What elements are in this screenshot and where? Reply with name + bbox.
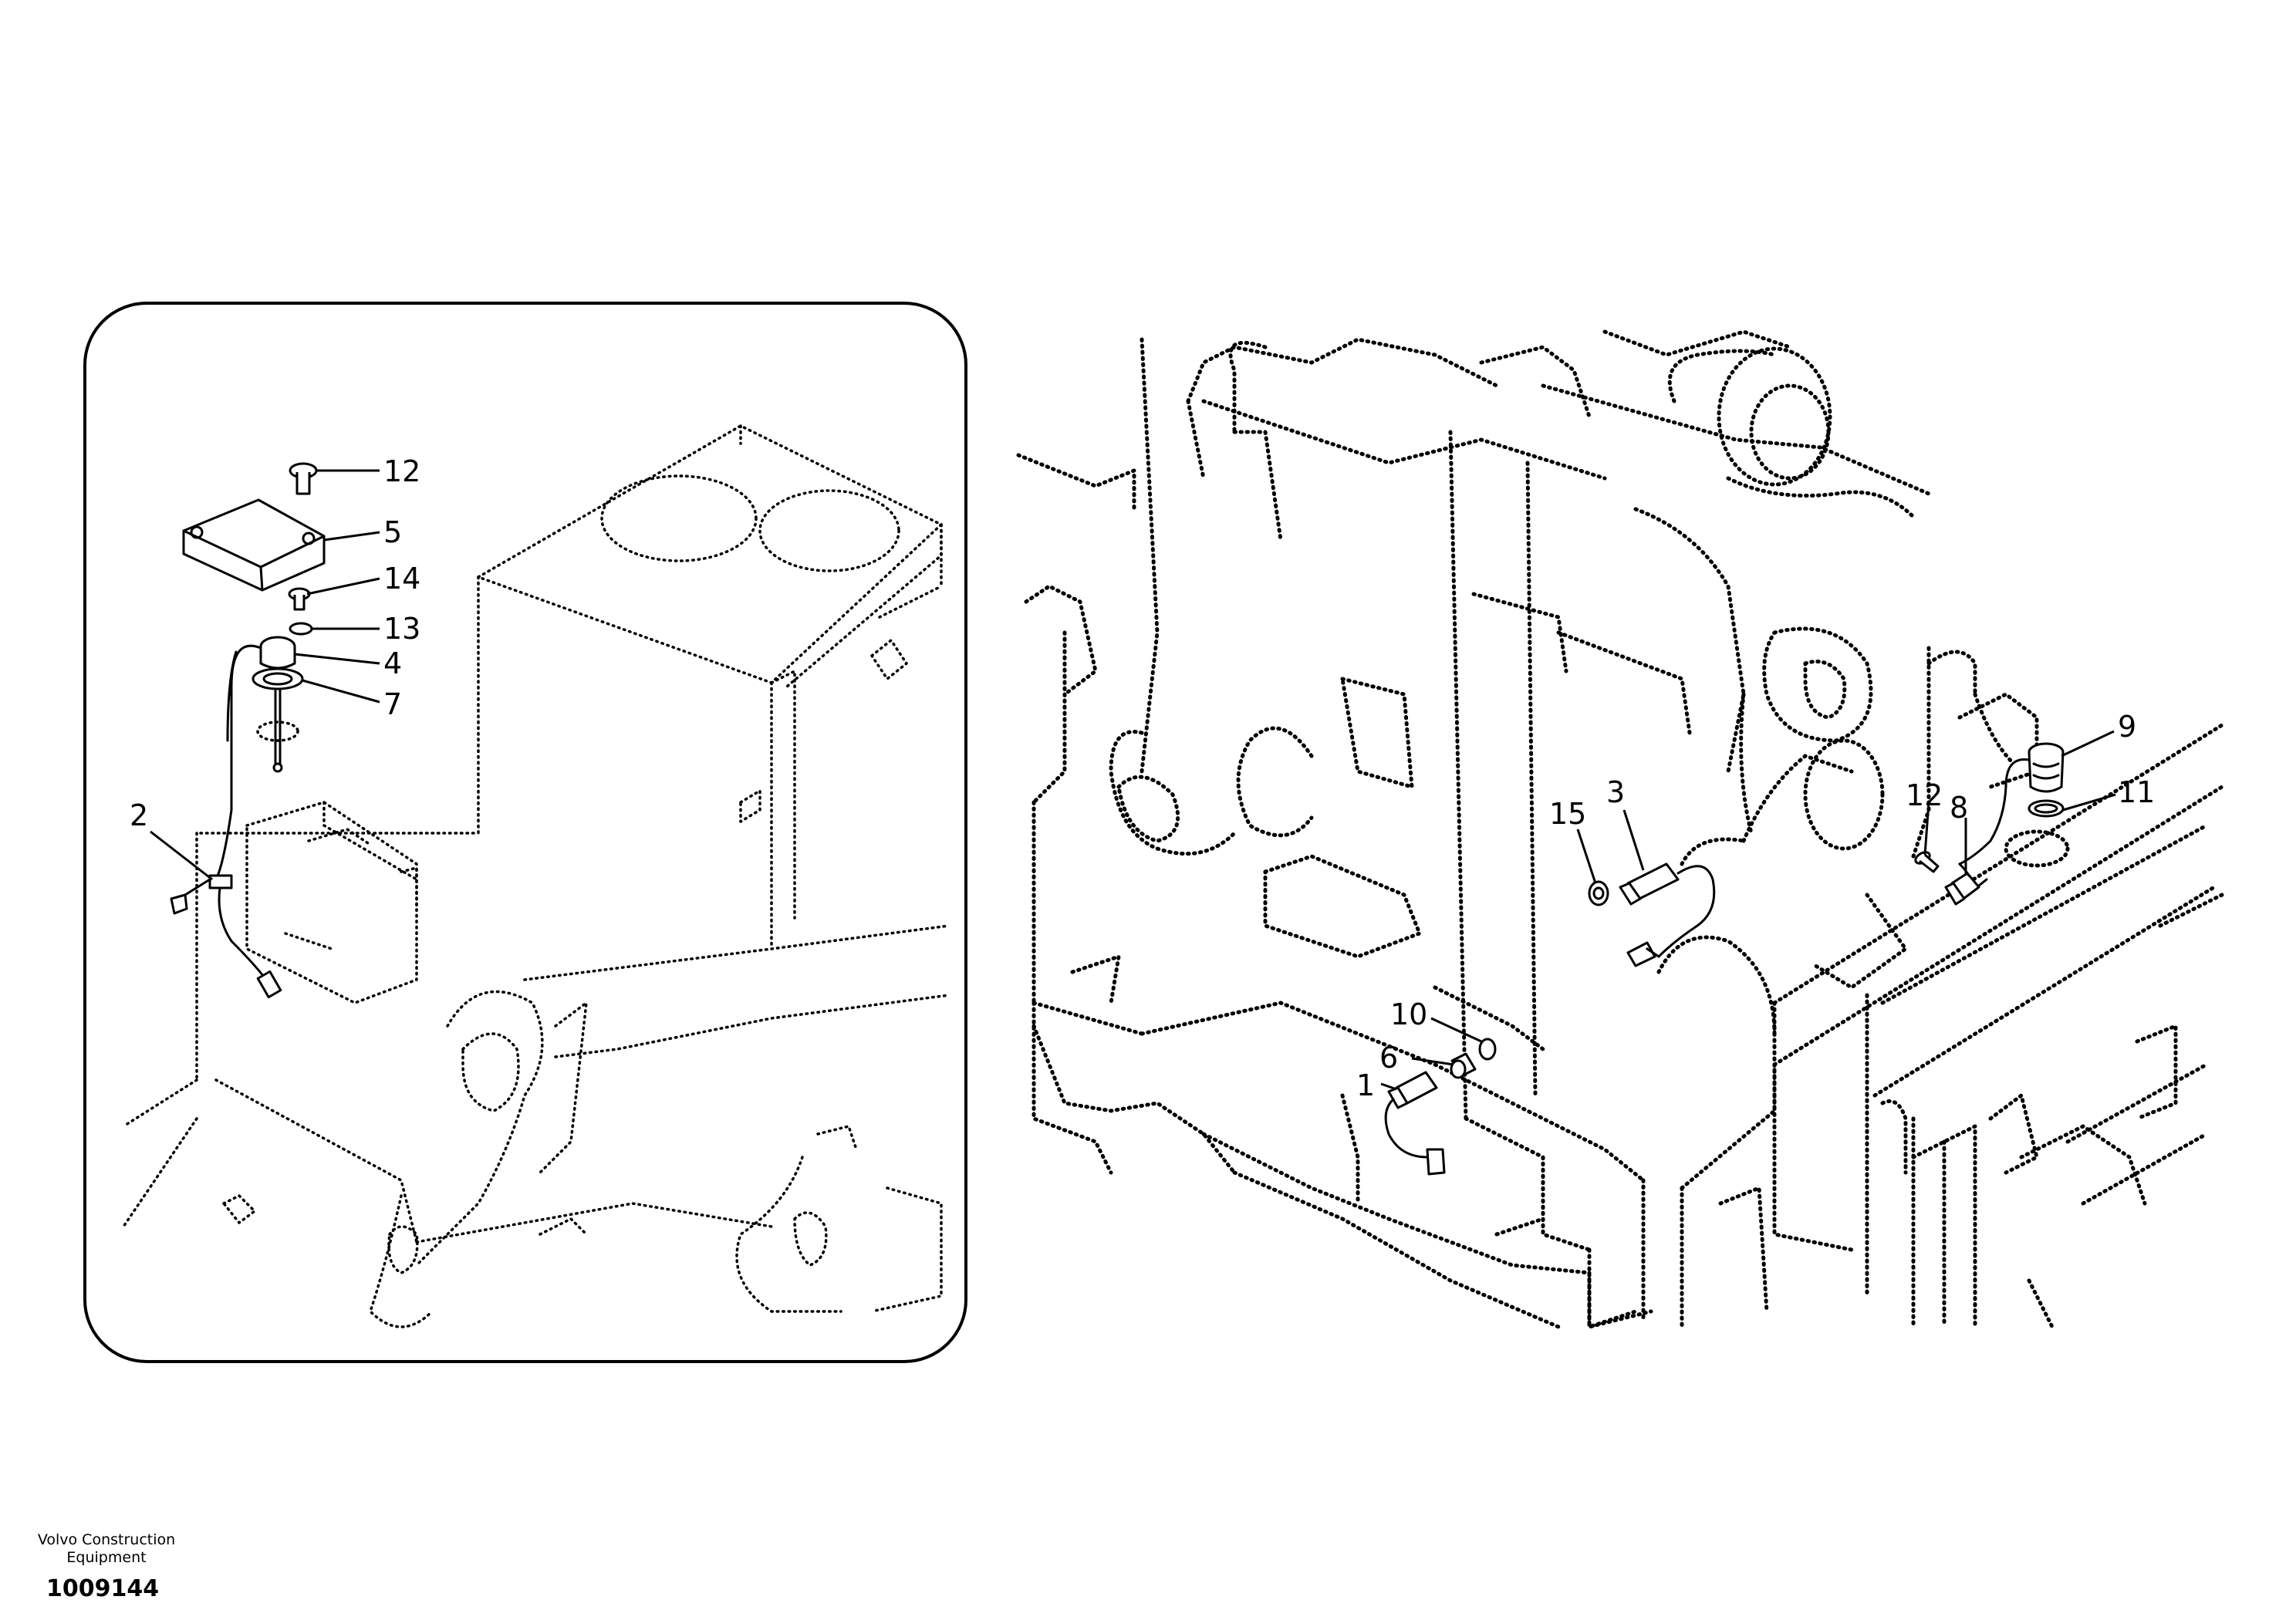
main-callout-1: 1: [1356, 1068, 1375, 1102]
inset-part-2-clip: [170, 874, 282, 999]
drawing-number: 1009144: [46, 1575, 160, 1602]
inset-part-4-sensor: [214, 636, 296, 881]
inset-part-12-bolt: [289, 462, 318, 495]
main-callout-12: 12: [1906, 778, 1943, 812]
main-leaders: [1380, 730, 2116, 1091]
inset-callout-5: 5: [383, 515, 402, 549]
inset-frame-structure: [122, 832, 950, 1328]
inset-part-14-bolt: [288, 587, 311, 611]
main-part-3-sensor: [1619, 862, 1716, 967]
inset-frame: [83, 302, 967, 1363]
right-frame-rails: [1772, 723, 2224, 1329]
inset-sender-rod: [256, 689, 299, 773]
main-part-9-cap: [1958, 742, 2065, 866]
main-callout-15: 15: [1549, 797, 1586, 831]
main-callout-11: 11: [2118, 775, 2155, 809]
lower-frame: [1032, 1001, 1769, 1329]
inset-callout-7: 7: [383, 687, 402, 721]
inset-tank-outline: [477, 424, 943, 947]
main-part-1-sensor: [1384, 1071, 1446, 1176]
main-part-11-oring: [2028, 799, 2065, 818]
inset-part-5-cover: [182, 498, 326, 592]
inset-callout-12: 12: [383, 454, 420, 488]
main-part-12-bolt: [1914, 851, 1940, 873]
inset-leaders: [150, 469, 380, 881]
main-callout-10: 10: [1390, 997, 1427, 1031]
manufacturer-label: Volvo Construction Equipment: [37, 1531, 176, 1566]
main-engine-view: 9 11 12 8 3 15 10 6 1: [1016, 329, 2224, 1329]
inset-callout-2: 2: [130, 798, 148, 832]
inset-part-13-washer: [289, 622, 313, 636]
main-callout-9: 9: [2118, 710, 2136, 744]
main-callout-3: 3: [1606, 775, 1625, 809]
inset-callout-4: 4: [383, 646, 402, 680]
inset-panel: 12 5 14 13 4 7 2: [83, 302, 967, 1363]
main-filler-neck: [2004, 829, 2070, 868]
main-part-6-adapter: [1450, 1052, 1477, 1079]
inset-callout-14: 14: [383, 562, 420, 596]
inset-part-7-gasket: [252, 667, 304, 690]
inset-callout-13: 13: [383, 612, 420, 646]
main-callout-8: 8: [1950, 791, 1968, 825]
engine-outline: [1016, 329, 2039, 1329]
inset-battery-box: [245, 801, 418, 1004]
main-part-10-oring: [1478, 1038, 1497, 1061]
main-part-15-washer: [1588, 880, 1609, 906]
main-callout-6: 6: [1379, 1041, 1398, 1075]
main-part-8-sensor: [1944, 862, 1988, 906]
